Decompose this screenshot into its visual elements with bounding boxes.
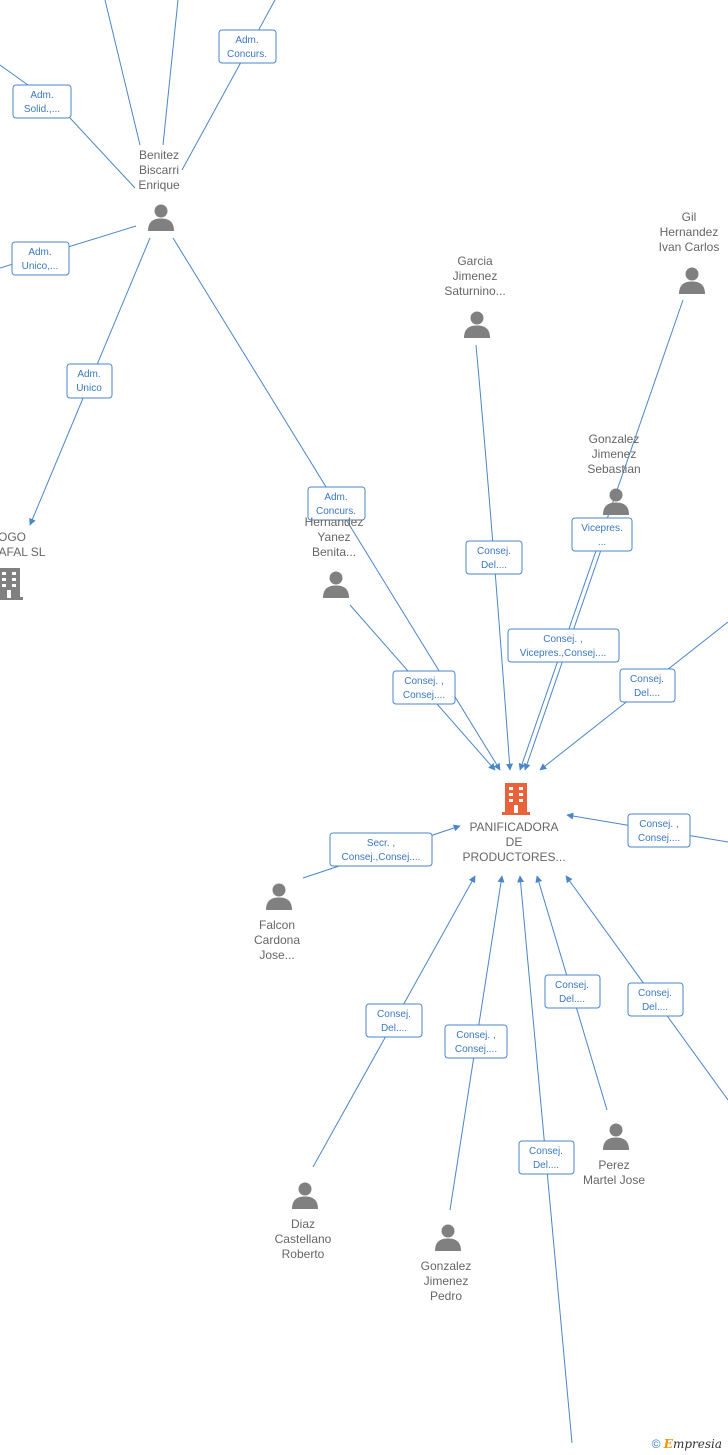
svg-text:Adm.Unico: Adm.Unico <box>76 369 102 394</box>
svg-text:Secr. ,Consej.,Consej....: Secr. ,Consej.,Consej.... <box>342 838 421 863</box>
person-icon <box>435 1224 461 1251</box>
relation-label[interactable]: Adm.Concurs. <box>307 486 366 521</box>
relation-label[interactable]: Consej.Del.... <box>627 982 684 1017</box>
person-icon <box>266 883 292 910</box>
svg-text:Adm.Concurs.: Adm.Concurs. <box>316 492 356 517</box>
person-icon <box>464 311 490 338</box>
person-icon <box>603 1123 629 1150</box>
person-icon <box>679 267 705 294</box>
relation-label[interactable]: Vicepres.... <box>571 517 633 552</box>
person-icon <box>323 571 349 598</box>
relation-label[interactable]: Adm.Solid.,... <box>12 84 72 119</box>
edge <box>104 0 141 146</box>
svg-text:Adm.Unico,...: Adm.Unico,... <box>22 247 59 272</box>
svg-text:Consej.Del....: Consej.Del.... <box>377 1009 411 1034</box>
brand-initial: E <box>663 1437 673 1451</box>
edge <box>475 344 514 771</box>
relation-label[interactable]: Consej.Del.... <box>619 668 676 703</box>
relation-label[interactable]: Consej.Del.... <box>518 1140 575 1175</box>
person-icon <box>603 488 629 515</box>
relation-label[interactable]: Consej. ,Consej.... <box>444 1024 508 1059</box>
person-icon <box>148 204 174 231</box>
brand-logo[interactable]: Empresia <box>664 1437 722 1451</box>
relation-label[interactable]: Consej. ,Vicepres.,Consej.... <box>507 628 620 663</box>
edge <box>0 64 29 86</box>
edge <box>162 0 179 146</box>
relation-label[interactable]: Consej. ,Consej.... <box>392 670 456 705</box>
svg-text:Consej.Del....: Consej.Del.... <box>555 980 589 1005</box>
brand-name: mpresia <box>672 1437 722 1451</box>
edge <box>69 117 136 189</box>
relation-label[interactable]: Consej.Del.... <box>544 974 601 1009</box>
svg-text:Adm.Solid.,...: Adm.Solid.,... <box>24 90 60 115</box>
svg-text:Consej. ,Consej....: Consej. ,Consej.... <box>403 676 445 701</box>
svg-text:Consej. ,Vicepres.,Consej....: Consej. ,Vicepres.,Consej.... <box>520 634 607 659</box>
relation-label[interactable]: Adm.Concurs. <box>218 29 277 64</box>
building-icon <box>502 783 530 815</box>
svg-text:Consej.Del....: Consej.Del.... <box>529 1146 563 1171</box>
building-icon <box>0 568 23 600</box>
svg-text:Consej. ,Consej....: Consej. ,Consej.... <box>638 819 680 844</box>
svg-text:Vicepres....: Vicepres.... <box>581 523 623 548</box>
svg-text:Adm.Concurs.: Adm.Concurs. <box>227 35 267 60</box>
person-icon <box>292 1182 318 1209</box>
svg-text:Consej. ,Consej....: Consej. ,Consej.... <box>455 1030 497 1055</box>
relation-label[interactable]: Consej.Del.... <box>365 1003 423 1038</box>
copyright-symbol: © <box>651 1437 661 1451</box>
relation-label[interactable]: Consej. ,Consej.... <box>627 813 691 848</box>
relation-label[interactable]: Adm.Unico <box>66 363 113 399</box>
relation-label[interactable]: Adm.Unico,... <box>11 241 70 276</box>
footer-brand: © Empresia <box>652 1437 722 1451</box>
svg-text:Consej.Del....: Consej.Del.... <box>638 988 672 1013</box>
relation-labels: Adm.Concurs. Adm.Solid.,... Adm.Unico,..… <box>11 29 691 1175</box>
svg-text:Consej.Del....: Consej.Del.... <box>477 546 511 571</box>
edge <box>181 0 276 171</box>
svg-text:Consej.Del....: Consej.Del.... <box>630 674 664 699</box>
relation-label[interactable]: Consej.Del.... <box>465 540 523 575</box>
relation-label[interactable]: Secr. ,Consej.,Consej.... <box>329 832 433 867</box>
